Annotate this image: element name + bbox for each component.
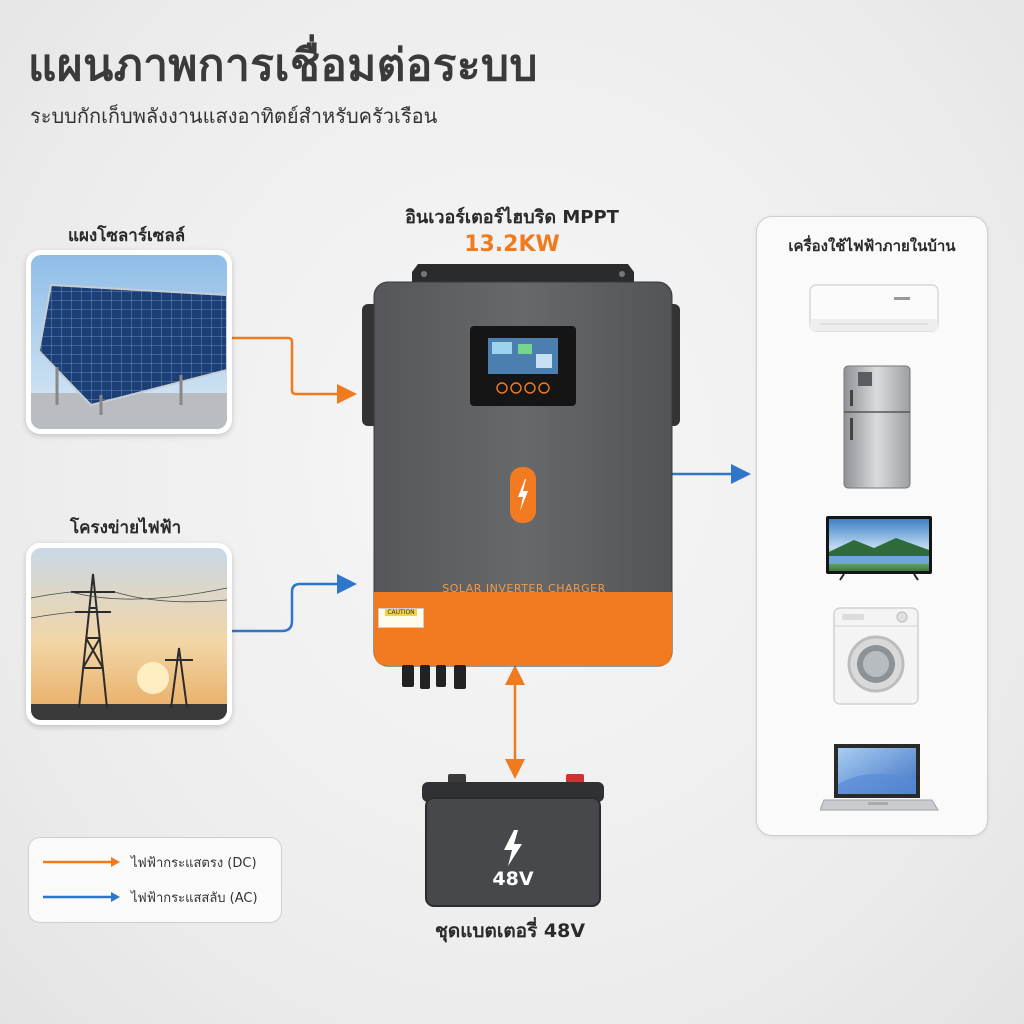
battery-label: ชุดแบตเตอรี่ 48V: [434, 920, 586, 942]
inverter-title: อินเวอร์เตอร์ไฮบริด MPPT: [405, 207, 619, 228]
inverter-panel-text: SOLAR INVERTER CHARGER: [442, 582, 606, 595]
television-icon: [826, 516, 932, 581]
legend-item-ac: ไฟฟ้ากระแสสลับ (AC): [41, 885, 258, 909]
legend-dc-label: ไฟฟ้ากระแสตรง (DC): [131, 855, 257, 871]
power-tower-icon: [31, 548, 227, 720]
laptop-icon: [820, 744, 939, 811]
refrigerator-icon: [843, 365, 911, 489]
page-title: แผนภาพการเชื่อมต่อระบบ: [28, 40, 538, 91]
grid-label: โครงข่ายไฟฟ้า: [70, 518, 182, 538]
legend-ac-label: ไฟฟ้ากระแสสลับ (AC): [131, 890, 258, 906]
grid-photo: [26, 543, 232, 725]
caution-label: CAUTION: [378, 608, 424, 628]
inverter-power: 13.2KW: [464, 232, 560, 257]
battery-icon: [422, 774, 604, 907]
caution-text: CAUTION: [385, 609, 417, 616]
battery-face-text: 48V: [492, 868, 534, 890]
solar-panel-label: แผงโซลาร์เซลล์: [68, 226, 186, 246]
washing-machine-icon: [833, 607, 919, 705]
solar-dc-line: [232, 336, 357, 404]
page-subtitle: ระบบกักเก็บพลังงานแสงอาทิตย์สำหรับครัวเร…: [30, 104, 438, 128]
air-conditioner-icon: [809, 284, 939, 332]
solar-panel-photo: [26, 250, 232, 434]
dc-connector-icon: [402, 665, 466, 689]
dc-arrow-icon: [43, 857, 120, 867]
appliance-panel-title: เครื่องใช้ไฟฟ้าภายในบ้าน: [788, 237, 956, 255]
legend: ไฟฟ้ากระแสตรง (DC) ไฟฟ้ากระแสสลับ (AC): [28, 837, 282, 923]
grid-ac-line: [232, 574, 357, 633]
ac-arrow-icon: [43, 892, 120, 902]
legend-item-dc: ไฟฟ้ากระแสตรง (DC): [41, 850, 257, 874]
battery-unit: [418, 774, 608, 914]
solar-panel-icon: [31, 255, 227, 429]
lightning-badge-icon: [510, 467, 536, 523]
